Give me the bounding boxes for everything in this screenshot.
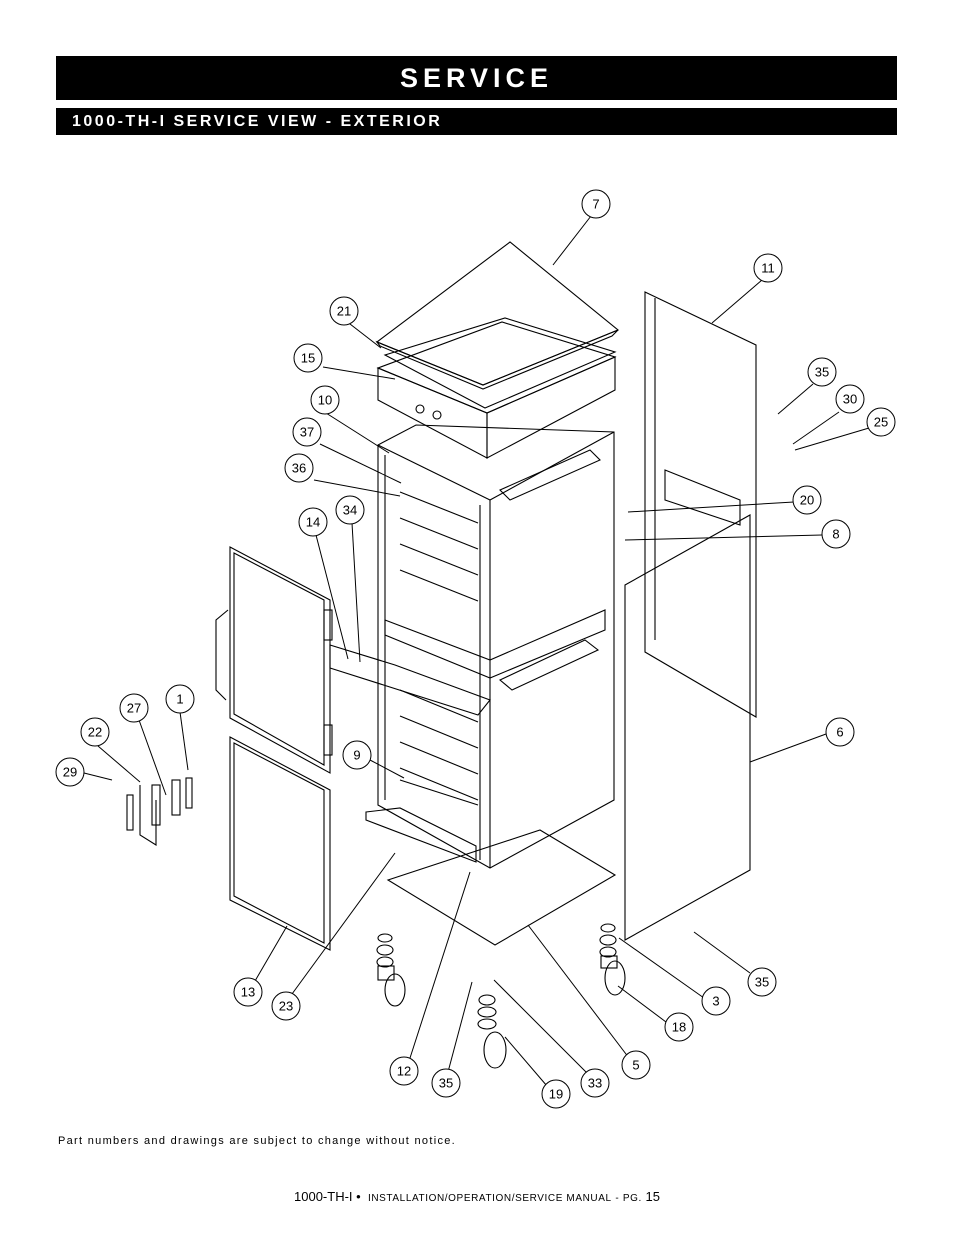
callout-11: 11 bbox=[761, 261, 775, 276]
bottom-panel bbox=[386, 829, 617, 946]
control-frame bbox=[383, 317, 617, 409]
callout-29: 29 bbox=[63, 765, 77, 780]
page-footer: 1000-TH-I • installation/operation/servi… bbox=[0, 1189, 954, 1204]
subsection-title-bar: 1000-TH-I SERVICE VIEW - EXTERIOR bbox=[56, 108, 897, 135]
callout-7: 7 bbox=[592, 197, 599, 212]
callout-22: 22 bbox=[88, 725, 102, 740]
callout-35c: 35 bbox=[439, 1076, 453, 1091]
callout-33: 33 bbox=[588, 1076, 602, 1091]
callout-8: 8 bbox=[832, 527, 839, 542]
caster-left bbox=[376, 933, 406, 1007]
callout-18: 18 bbox=[672, 1020, 686, 1035]
callout-10: 10 bbox=[318, 393, 332, 408]
callout-3: 3 bbox=[712, 994, 719, 1009]
footer-dash: - bbox=[615, 1193, 620, 1204]
callout-15: 15 bbox=[301, 351, 315, 366]
top-panel bbox=[375, 241, 620, 386]
callout-36: 36 bbox=[292, 461, 306, 476]
callout-5: 5 bbox=[632, 1058, 639, 1073]
change-notice: Part numbers and drawings are subject to… bbox=[58, 1135, 457, 1147]
callout-27: 27 bbox=[127, 701, 141, 716]
callout-13: 13 bbox=[241, 985, 255, 1000]
footer-model: 1000-TH-I bbox=[294, 1189, 353, 1204]
footer-page-label: pg. bbox=[622, 1193, 642, 1204]
upper-door bbox=[229, 546, 331, 774]
section-title: SERVICE bbox=[399, 62, 554, 93]
footer-manual-title: installation/operation/service manual bbox=[367, 1193, 612, 1204]
section-title-bar: SERVICE bbox=[56, 56, 897, 100]
footer-page-number: 15 bbox=[645, 1189, 660, 1204]
callout-23: 23 bbox=[279, 999, 293, 1014]
exploded-view-diagram: 7 11 21 15 35 10 30 25 37 36 20 8 34 14 … bbox=[55, 189, 896, 1109]
callout-35: 35 bbox=[815, 365, 829, 380]
subsection-title: 1000-TH-I SERVICE VIEW - EXTERIOR bbox=[72, 112, 443, 130]
lower-door bbox=[229, 736, 331, 951]
callout-35b: 35 bbox=[755, 975, 769, 990]
caster-right bbox=[599, 923, 626, 996]
callout-1: 1 bbox=[176, 692, 183, 707]
callout-30: 30 bbox=[843, 392, 857, 407]
callout-12: 12 bbox=[397, 1064, 411, 1079]
cabinet-frame bbox=[377, 424, 615, 869]
callout-25: 25 bbox=[874, 415, 888, 430]
callout-34: 34 bbox=[343, 503, 357, 518]
side-panel bbox=[624, 514, 751, 941]
callout-14: 14 bbox=[306, 515, 320, 530]
callout-9: 9 bbox=[353, 748, 360, 763]
footer-bullet: • bbox=[356, 1189, 361, 1204]
caster-middle bbox=[477, 994, 507, 1069]
callout-19: 19 bbox=[549, 1087, 563, 1102]
callout-20: 20 bbox=[800, 493, 814, 508]
callout-37: 37 bbox=[300, 425, 314, 440]
callout-6: 6 bbox=[836, 725, 843, 740]
middle-panel bbox=[329, 644, 491, 716]
callout-21: 21 bbox=[337, 304, 351, 319]
callout-labels bbox=[55, 189, 896, 1109]
back-panel bbox=[644, 291, 757, 718]
